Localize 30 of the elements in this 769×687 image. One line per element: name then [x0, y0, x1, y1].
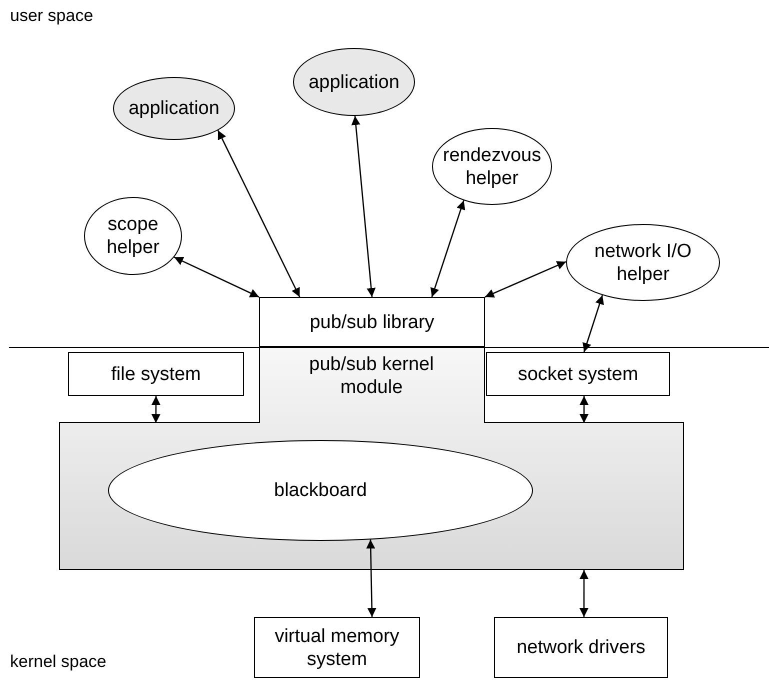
double-arrow: [580, 396, 589, 424]
double-arrow: [217, 130, 300, 298]
double-arrow: [579, 570, 588, 617]
double-arrow: [151, 396, 160, 424]
node-label: file system: [110, 362, 202, 386]
process-box: [486, 352, 670, 396]
node-label: scope helper: [106, 213, 160, 259]
process-box: [254, 617, 420, 678]
process-box: [68, 352, 244, 396]
double-arrow: [351, 116, 376, 298]
node-label: network drivers: [516, 636, 646, 659]
region-label: user space: [10, 6, 94, 26]
double-arrow: [174, 256, 260, 298]
process-box: [494, 617, 668, 678]
process-box: [259, 297, 485, 347]
double-arrow: [582, 295, 604, 352]
double-arrow: [484, 261, 566, 298]
node-label: socket system: [516, 362, 640, 386]
double-arrow: [366, 540, 376, 618]
node-label: virtual memory system: [274, 624, 400, 670]
node-label: network I/O helper: [593, 240, 693, 286]
region-label: kernel space: [10, 652, 106, 672]
node-label: application: [308, 70, 400, 94]
node-label: pub/sub library: [308, 310, 436, 334]
node-label: pub/sub kernel module: [308, 353, 435, 399]
module-region: [59, 347, 684, 570]
node-label: application: [128, 97, 220, 120]
double-arrow: [430, 200, 466, 298]
node-label: rendezvous helper: [442, 144, 542, 190]
node-label: blackboard: [273, 479, 368, 502]
